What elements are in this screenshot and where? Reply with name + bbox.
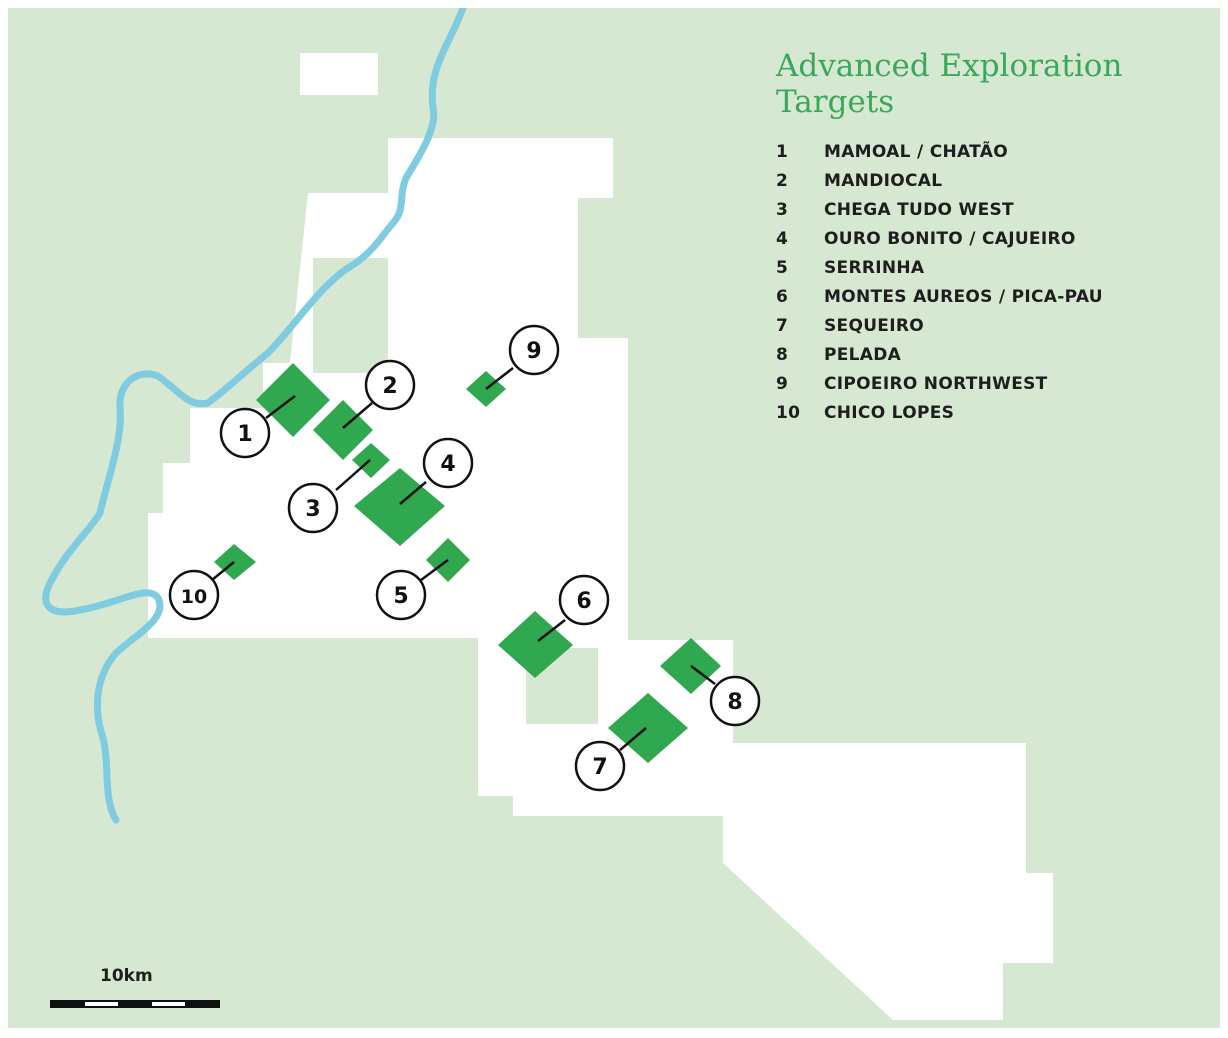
legend-title: Advanced Exploration Targets <box>776 48 1123 120</box>
scale-segment <box>118 1002 152 1006</box>
legend-list: 1 MAMOAL / CHATÃO 2 MANDIOCAL 3 CHEGA TUDO WE… <box>776 138 1216 428</box>
target-marker-6-label: 6 <box>576 589 591 614</box>
target-marker-10-label: 10 <box>181 586 207 608</box>
target-marker-7-label: 7 <box>592 755 607 780</box>
scale-segment <box>151 1002 185 1006</box>
legend-item-number: 4 <box>776 229 789 249</box>
target-marker-1-label: 1 <box>237 422 252 447</box>
legend-item-9: 9 CIPOEIRO NORTHWEST <box>776 370 1216 399</box>
leader-4 <box>399 481 427 505</box>
legend-item-1: 1 MAMOAL / CHATÃO <box>776 138 1216 167</box>
scale-segment <box>85 1002 119 1006</box>
green-gap-1 <box>313 258 388 373</box>
legend-item-number: 10 <box>776 403 801 423</box>
scale-bar-graphic <box>50 1000 220 1008</box>
target-marker-8[interactable]: 8 <box>709 675 761 727</box>
legend-item-number: 8 <box>776 345 789 365</box>
legend-item-7: 7 SEQUEIRO <box>776 312 1216 341</box>
leader-2 <box>342 402 373 429</box>
scale-bar: 10km <box>48 966 228 1016</box>
legend-item-name: PELADA <box>824 345 902 365</box>
legend-item-number: 5 <box>776 258 789 278</box>
legend-item-name: MONTES AUREOS / PICA-PAU <box>824 287 1103 307</box>
target-marker-5[interactable]: 5 <box>375 569 427 621</box>
target-marker-9[interactable]: 9 <box>508 324 560 376</box>
leader-5 <box>420 558 449 582</box>
leader-lines <box>211 367 716 751</box>
target-4-area <box>354 468 445 546</box>
target-marker-7[interactable]: 7 <box>574 740 626 792</box>
legend-item-name: CHEGA TUDO WEST <box>824 200 1014 220</box>
tenement-block-north <box>300 53 378 95</box>
legend-item-8: 8 PELADA <box>776 341 1216 370</box>
target-marker-5-label: 5 <box>393 584 408 609</box>
legend-item-number: 1 <box>776 142 789 162</box>
legend-item-name: MAMOAL / CHATÃO <box>824 142 1008 162</box>
river <box>42 8 467 824</box>
leader-1 <box>265 395 296 419</box>
legend-item-4: 4 OURO BONITO / CAJUEIRO <box>776 225 1216 254</box>
legend-item-name: SERRINHA <box>824 258 925 278</box>
target-marker-2-label: 2 <box>382 374 397 399</box>
leader-6 <box>537 619 566 642</box>
target-marker-4-label: 4 <box>440 452 455 477</box>
map: 1 2 3 4 5 6 7 <box>8 8 1220 1028</box>
target-1-area <box>256 363 330 437</box>
legend-item-6: 6 MONTES AUREOS / PICA-PAU <box>776 283 1216 312</box>
legend-item-number: 6 <box>776 287 789 307</box>
leader-3 <box>335 459 371 491</box>
target-3-area <box>352 443 390 478</box>
target-6-area <box>498 611 573 678</box>
target-8-area <box>660 638 721 694</box>
leader-7 <box>619 727 647 751</box>
legend-item-10: 10 CHICO LOPES <box>776 399 1216 428</box>
target-marker-1[interactable]: 1 <box>219 407 271 459</box>
target-marker-10[interactable]: 10 <box>168 569 220 621</box>
target-marker-3-label: 3 <box>305 497 320 522</box>
target-marker-6[interactable]: 6 <box>558 574 610 626</box>
legend-item-name: MANDIOCAL <box>824 171 943 191</box>
scale-segment <box>184 1002 219 1006</box>
target-markers: 1 2 3 4 5 6 7 <box>168 324 761 792</box>
legend-item-name: SEQUEIRO <box>824 316 924 336</box>
leader-8 <box>690 665 716 685</box>
legend-item-name: OURO BONITO / CAJUEIRO <box>824 229 1076 249</box>
target-marker-9-label: 9 <box>526 339 541 364</box>
legend: Advanced Exploration Targets 1 MAMOAL / C… <box>776 48 1216 428</box>
scale-label: 10km <box>100 966 153 986</box>
leader-10 <box>211 561 235 581</box>
target-marker-3[interactable]: 3 <box>287 482 339 534</box>
legend-item-number: 3 <box>776 200 789 220</box>
scale-segment <box>52 1002 86 1006</box>
legend-item-3: 3 CHEGA TUDO WEST <box>776 196 1216 225</box>
legend-item-number: 2 <box>776 171 789 191</box>
target-7-area <box>608 693 688 763</box>
leader-9 <box>485 367 514 390</box>
legend-item-2: 2 MANDIOCAL <box>776 167 1216 196</box>
legend-item-number: 9 <box>776 374 789 394</box>
legend-item-5: 5 SERRINHA <box>776 254 1216 283</box>
legend-item-name: CIPOEIRO NORTHWEST <box>824 374 1048 394</box>
map-canvas: 1 2 3 4 5 6 7 <box>42 8 1053 1020</box>
legend-item-number: 7 <box>776 316 789 336</box>
target-marker-2[interactable]: 2 <box>364 359 416 411</box>
target-marker-4[interactable]: 4 <box>422 437 474 489</box>
target-marker-8-label: 8 <box>727 690 742 715</box>
legend-item-name: CHICO LOPES <box>824 403 955 423</box>
